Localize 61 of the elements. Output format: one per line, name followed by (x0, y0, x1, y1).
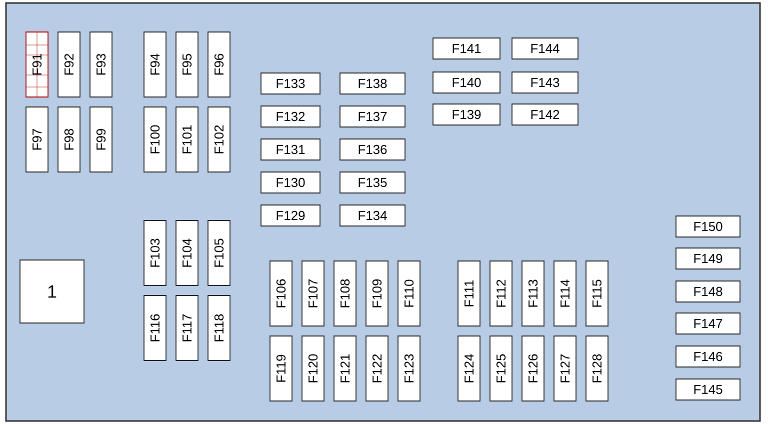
fuse: F110 (398, 260, 420, 326)
fuse: F97 (26, 106, 48, 172)
fuse: F143 (512, 72, 578, 94)
fuse: F146 (676, 346, 740, 368)
fuse: F130 (260, 172, 320, 194)
fuse: F149 (676, 248, 740, 270)
fuse: F98 (58, 106, 80, 172)
fuse: F123 (398, 336, 420, 402)
fuse: F147 (676, 312, 740, 334)
fuse: F120 (302, 336, 324, 402)
fuse: F122 (366, 336, 388, 402)
fuse: F124 (458, 336, 480, 402)
fuse: F135 (340, 172, 406, 194)
fuse: F121 (334, 336, 356, 402)
fuse: F106 (270, 260, 292, 326)
fuse: F103 (144, 220, 166, 286)
fuse: F148 (676, 280, 740, 302)
fuse: F129 (260, 204, 320, 226)
fuse: F117 (176, 295, 198, 361)
fuse: F107 (302, 260, 324, 326)
fuse: F118 (208, 295, 230, 361)
relay-box: 1 (20, 260, 84, 324)
fuse: F137 (340, 106, 406, 128)
fuse: F116 (144, 295, 166, 361)
fuse: F93 (90, 32, 112, 98)
fuse: F132 (260, 106, 320, 128)
fuse: F105 (208, 220, 230, 286)
fuse: F128 (586, 336, 608, 402)
fuse: F95 (176, 32, 198, 98)
fuse: F139 (432, 104, 500, 126)
fuse: F111 (458, 260, 480, 326)
fuse: F141 (432, 38, 500, 60)
fuse: F133 (260, 72, 320, 94)
fuse: F138 (340, 72, 406, 94)
fuse: F140 (432, 72, 500, 94)
fuse: F99 (90, 106, 112, 172)
fuse: F94 (144, 32, 166, 98)
fuse: F114 (554, 260, 576, 326)
fuse: F150 (676, 216, 740, 238)
fuse: F136 (340, 138, 406, 160)
fuse: F113 (522, 260, 544, 326)
fuse: F96 (208, 32, 230, 98)
fuse: F131 (260, 138, 320, 160)
fuse: F126 (522, 336, 544, 402)
fuse: F142 (512, 104, 578, 126)
fuse: F109 (366, 260, 388, 326)
fuse: F119 (270, 336, 292, 402)
fuse: F91 (26, 32, 48, 98)
fuse: F100 (144, 106, 166, 172)
fuse: F125 (490, 336, 512, 402)
fuse: F108 (334, 260, 356, 326)
fuse: F145 (676, 378, 740, 400)
fuse: F101 (176, 106, 198, 172)
fuse: F104 (176, 220, 198, 286)
fuse: F134 (340, 204, 406, 226)
fuse: F102 (208, 106, 230, 172)
fuse: F127 (554, 336, 576, 402)
fuse: F115 (586, 260, 608, 326)
fuse: F112 (490, 260, 512, 326)
fuse: F144 (512, 38, 578, 60)
fuse: F92 (58, 32, 80, 98)
